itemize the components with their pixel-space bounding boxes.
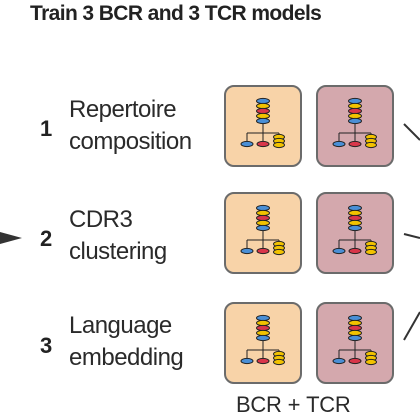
model-icon [332,314,377,366]
bottom-node-disc [256,140,270,148]
footer-tcr-label: TCR [306,392,351,417]
bottom-node-disc [332,140,346,148]
bottom-node-disc [332,247,346,255]
bottom-node-disc [365,358,377,366]
tcr-model-card-2 [316,192,394,274]
top-stack-disc [256,117,270,125]
bottom-node-disc [348,140,362,148]
model-icon [240,314,285,366]
row-number-1: 1 [40,116,53,141]
connector-line-1 [403,123,420,141]
row-label-3-line2: embedding [69,344,184,371]
bcr-model-card-1 [224,85,302,167]
footer-plus: + [287,392,301,417]
row-label-1-line1: Repertoire [69,96,177,123]
row-number-3: 3 [40,333,53,358]
bottom-node-disc [256,247,270,255]
row-label-2-line2: clustering [69,238,167,265]
top-stack-disc [256,334,270,342]
top-stack-disc [256,224,270,232]
bottom-node-disc [240,357,254,365]
bottom-node-disc [332,357,346,365]
bottom-node-disc [240,140,254,148]
row-label-3-line1: Language [69,312,172,339]
bottom-node-disc [240,247,254,255]
bottom-node-disc [365,248,377,256]
tcr-model-card-3 [316,302,394,384]
bottom-node-disc [273,141,285,149]
bottom-node-disc [365,141,377,149]
footer-legend: BCR+TCR [236,392,356,418]
model-icon [240,204,285,256]
bottom-node-disc [256,357,270,365]
tcr-model-card-1 [316,85,394,167]
bottom-node-disc [348,357,362,365]
model-icon [332,204,377,256]
bottom-node-disc [273,248,285,256]
bottom-node-disc [273,358,285,366]
model-icon [332,97,377,149]
diagram-title: Train 3 BCR and 3 TCR models [30,2,322,25]
top-stack-disc [348,224,362,232]
row-number-2: 2 [40,226,53,251]
bcr-model-card-3 [224,302,302,384]
top-stack-disc [348,334,362,342]
footer-bcr-label: BCR [236,392,282,417]
bcr-model-card-2 [224,192,302,274]
top-stack-disc [348,117,362,125]
input-arrow-icon [0,232,22,244]
bottom-node-disc [348,247,362,255]
row-label-2-line1: CDR3 [69,206,133,233]
connector-line-2 [403,233,420,239]
connector-line-3 [403,311,420,341]
model-icon [240,97,285,149]
row-label-1-line2: composition [69,128,192,155]
